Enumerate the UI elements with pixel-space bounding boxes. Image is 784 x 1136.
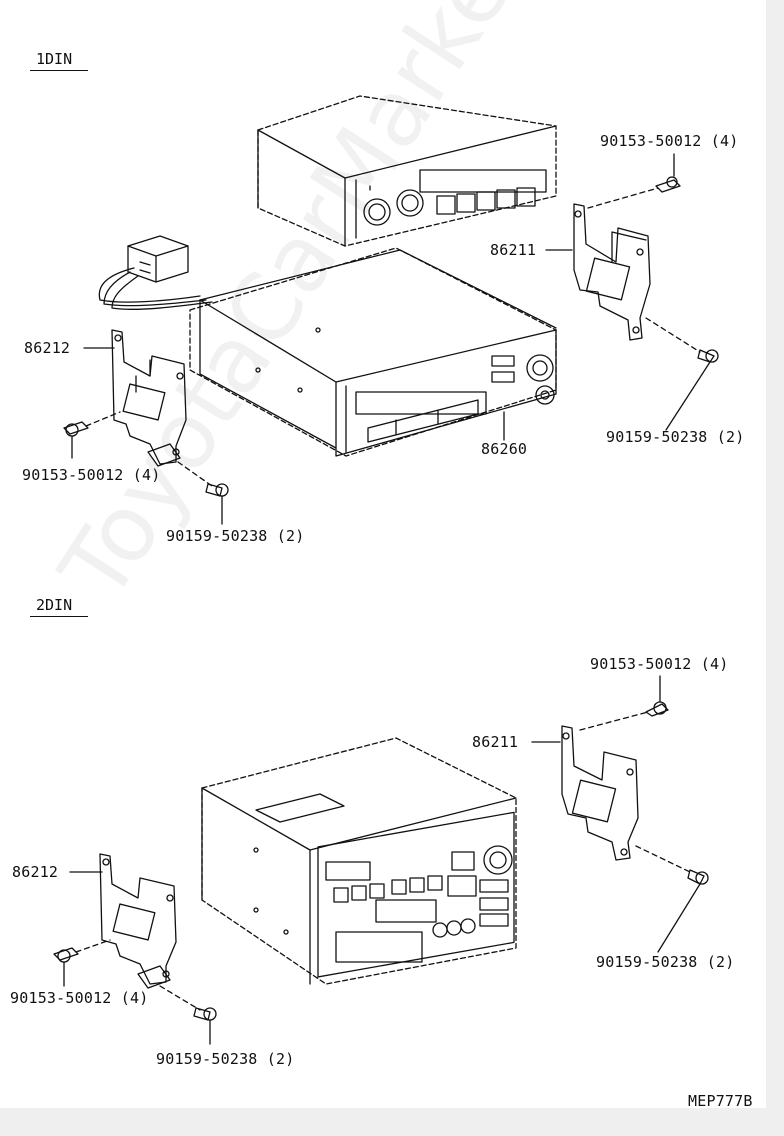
1din-left-bracket-86212 — [111, 329, 187, 467]
label-1din-86212: 86212 — [24, 339, 71, 357]
section-title-2din: 2DIN — [36, 596, 73, 614]
label-1din-86260: 86260 — [481, 440, 528, 458]
page-edge-bottom — [0, 1108, 784, 1136]
1din-bolt-left — [63, 411, 121, 459]
2din-right-bracket-86211 — [561, 725, 639, 861]
2din-screw-right — [635, 845, 709, 953]
page-edge-right — [766, 0, 784, 1136]
label-1din-86211: 86211 — [490, 241, 537, 259]
label-2din-bolt-left: 90153-50012 (4) — [10, 989, 149, 1007]
label-1din-bolt-left: 90153-50012 (4) — [22, 466, 161, 484]
label-2din-screw-bottom: 90159-50238 (2) — [156, 1050, 295, 1068]
2din-bolt-right — [579, 675, 669, 731]
1din-right-bracket-86211 — [573, 203, 651, 341]
2din-screw-bottom — [159, 985, 217, 1045]
2din-left-bracket-86212 — [99, 853, 177, 989]
label-1din-screw-right: 90159-50238 (2) — [606, 428, 745, 446]
label-2din-screw-right: 90159-50238 (2) — [596, 953, 735, 971]
section-underline-2din — [30, 616, 88, 617]
1din-screw-bottom — [177, 461, 229, 525]
2din-radio-unit — [201, 737, 517, 985]
1din-wire-connector — [98, 235, 213, 310]
label-1din-bolt-right: 90153-50012 (4) — [600, 132, 739, 150]
2din-bolt-left — [53, 939, 111, 987]
1din-radio-86260 — [189, 247, 557, 457]
1din-bolt-right — [587, 153, 681, 209]
label-1din-screw-bottom: 90159-50238 (2) — [166, 527, 305, 545]
label-2din-bolt-right: 90153-50012 (4) — [590, 655, 729, 673]
section-underline-1din — [30, 70, 88, 71]
1din-reference-unit — [257, 95, 557, 247]
label-2din-86211: 86211 — [472, 733, 519, 751]
figure-code: MEP777B — [688, 1092, 753, 1110]
1din-screw-right — [645, 317, 719, 431]
label-2din-86212: 86212 — [12, 863, 59, 881]
section-title-1din: 1DIN — [36, 50, 73, 68]
